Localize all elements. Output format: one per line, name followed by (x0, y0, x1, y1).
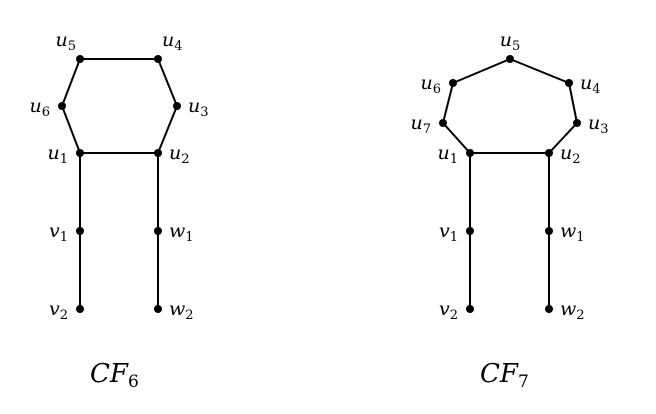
node-v2 (466, 305, 474, 313)
node-label-u6: u6 (29, 95, 50, 120)
node-u7 (439, 119, 447, 127)
edge-u1-u6 (61, 105, 81, 154)
node-label-u5: u5 (500, 29, 521, 54)
edge-u6-u5 (61, 58, 81, 107)
edge-u7-u6 (442, 82, 454, 124)
node-u2 (154, 149, 162, 157)
node-label-u1: u1 (47, 142, 68, 167)
node-u2 (545, 149, 553, 157)
node-label-w2: w2 (560, 298, 585, 323)
node-label-u3: u3 (188, 95, 209, 120)
node-u4 (565, 79, 573, 87)
node-v2 (76, 305, 84, 313)
edge-u3-u2 (548, 122, 578, 154)
node-label-v2: v2 (439, 298, 458, 323)
node-label-u4: u4 (580, 72, 601, 97)
edge-u4-u3 (568, 82, 578, 124)
node-label-u6: u6 (420, 72, 441, 97)
node-label-u1: u1 (437, 142, 458, 167)
node-u6 (449, 79, 457, 87)
graph-title: CF7 (480, 359, 529, 392)
node-label-u7: u7 (410, 112, 431, 137)
edge-u4-u3 (157, 58, 178, 107)
node-u1 (466, 149, 474, 157)
node-u3 (173, 102, 181, 110)
edge-u6-u5 (452, 58, 511, 84)
node-v1 (466, 227, 474, 235)
node-label-u2: u2 (560, 142, 581, 167)
node-label-u4: u4 (162, 29, 183, 54)
edge-u3-u2 (157, 105, 178, 154)
node-u6 (58, 102, 66, 110)
edge-u5-u4 (509, 58, 570, 84)
node-u4 (154, 55, 162, 63)
node-u3 (573, 119, 581, 127)
node-label-u5: u5 (55, 29, 76, 54)
node-w2 (154, 305, 162, 313)
node-w1 (154, 227, 162, 235)
node-label-v1: v1 (49, 220, 68, 245)
node-u5 (76, 55, 84, 63)
node-w2 (545, 305, 553, 313)
node-label-u3: u3 (588, 112, 609, 137)
node-v1 (76, 227, 84, 235)
node-label-w1: w1 (560, 220, 585, 245)
node-w1 (545, 227, 553, 235)
node-label-u2: u2 (169, 142, 190, 167)
node-label-v2: v2 (49, 298, 68, 323)
node-label-v1: v1 (439, 220, 458, 245)
edge-u1-u7 (442, 122, 471, 154)
graph-title: CF6 (90, 359, 139, 392)
node-u1 (76, 149, 84, 157)
node-u5 (506, 55, 514, 63)
node-label-w1: w1 (169, 220, 194, 245)
node-label-w2: w2 (169, 298, 194, 323)
